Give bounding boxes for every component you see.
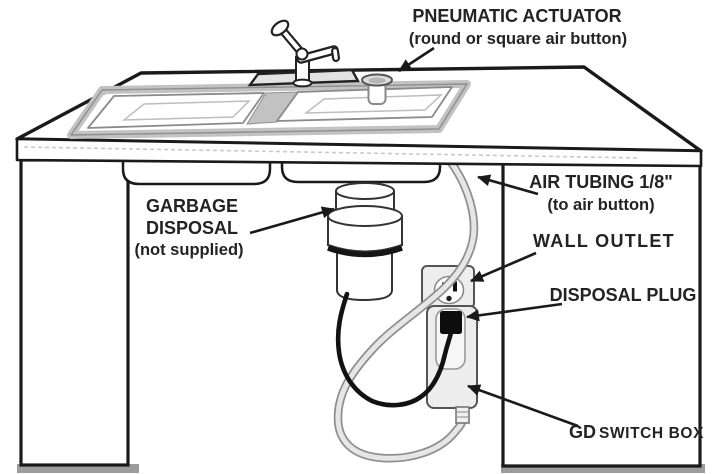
arrow-air-tubing xyxy=(477,174,539,196)
arrow-pneumatic-actuator xyxy=(398,46,435,73)
label-pneumatic-actuator-line2: (round or square air button) xyxy=(409,30,627,48)
sink-basin-left xyxy=(87,92,265,129)
disposal-body xyxy=(336,248,393,302)
faucet-joint xyxy=(295,47,309,61)
air-nipple xyxy=(455,406,470,424)
faucet-handle-knob xyxy=(270,19,290,37)
faucet xyxy=(270,19,340,88)
basin-floor-left xyxy=(121,100,251,121)
air-button xyxy=(361,73,393,105)
counter-front-face xyxy=(15,137,703,168)
cabinet-left-leg xyxy=(19,158,130,467)
label-gd-switch-box-rest: SWITCH BOX xyxy=(599,425,704,442)
cabinet-right-panel-shadow xyxy=(501,464,705,473)
label-air-tubing-line2: (to air button) xyxy=(547,196,654,214)
disposal-mount-ring-top xyxy=(327,205,403,227)
arrow-wall-outlet xyxy=(470,251,537,283)
outlet-slot-right xyxy=(453,281,457,292)
sink-basin-right xyxy=(276,86,453,122)
power-cord xyxy=(335,291,454,408)
faucet-handle-arm xyxy=(281,29,303,54)
disposal-flange xyxy=(335,182,395,200)
sink xyxy=(67,80,471,139)
basin-floor-right xyxy=(303,94,443,114)
garbage-disposal xyxy=(327,182,403,302)
label-disposal-plug: DISPOSAL PLUG xyxy=(550,285,697,305)
counter-highlight-line xyxy=(23,146,641,159)
label-gd-switch-box-gd: GD xyxy=(569,422,596,442)
label-pneumatic-actuator-line1: PNEUMATIC ACTUATOR xyxy=(412,6,621,26)
sink-divider xyxy=(246,91,299,125)
label-air-tubing-line1: AIR TUBING 1/8" xyxy=(529,172,673,192)
outlet-ground-hole xyxy=(446,295,452,302)
arrow-gd-switch-box xyxy=(467,384,579,428)
air-button-center xyxy=(368,77,386,84)
label-wall-outlet: WALL OUTLET xyxy=(533,231,675,251)
label-garbage-disposal-line3: (not supplied) xyxy=(134,241,243,259)
air-nipple-body xyxy=(455,406,470,424)
arrow-disposal-plug xyxy=(466,302,563,322)
arrow-garbage-disposal xyxy=(249,206,335,235)
label-garbage-disposal-line1: GARBAGE xyxy=(146,196,238,216)
faucet-spout-tip xyxy=(333,49,338,60)
sink-rim-edge xyxy=(70,83,468,136)
sink-underside-left xyxy=(121,156,272,186)
label-garbage-disposal-line2: DISPOSAL xyxy=(146,218,238,238)
disposal-ring-band xyxy=(327,245,403,258)
cabinet-left-leg-shadow xyxy=(17,464,139,473)
disposal-plug xyxy=(440,311,462,334)
faucet-base-flange xyxy=(292,78,313,88)
